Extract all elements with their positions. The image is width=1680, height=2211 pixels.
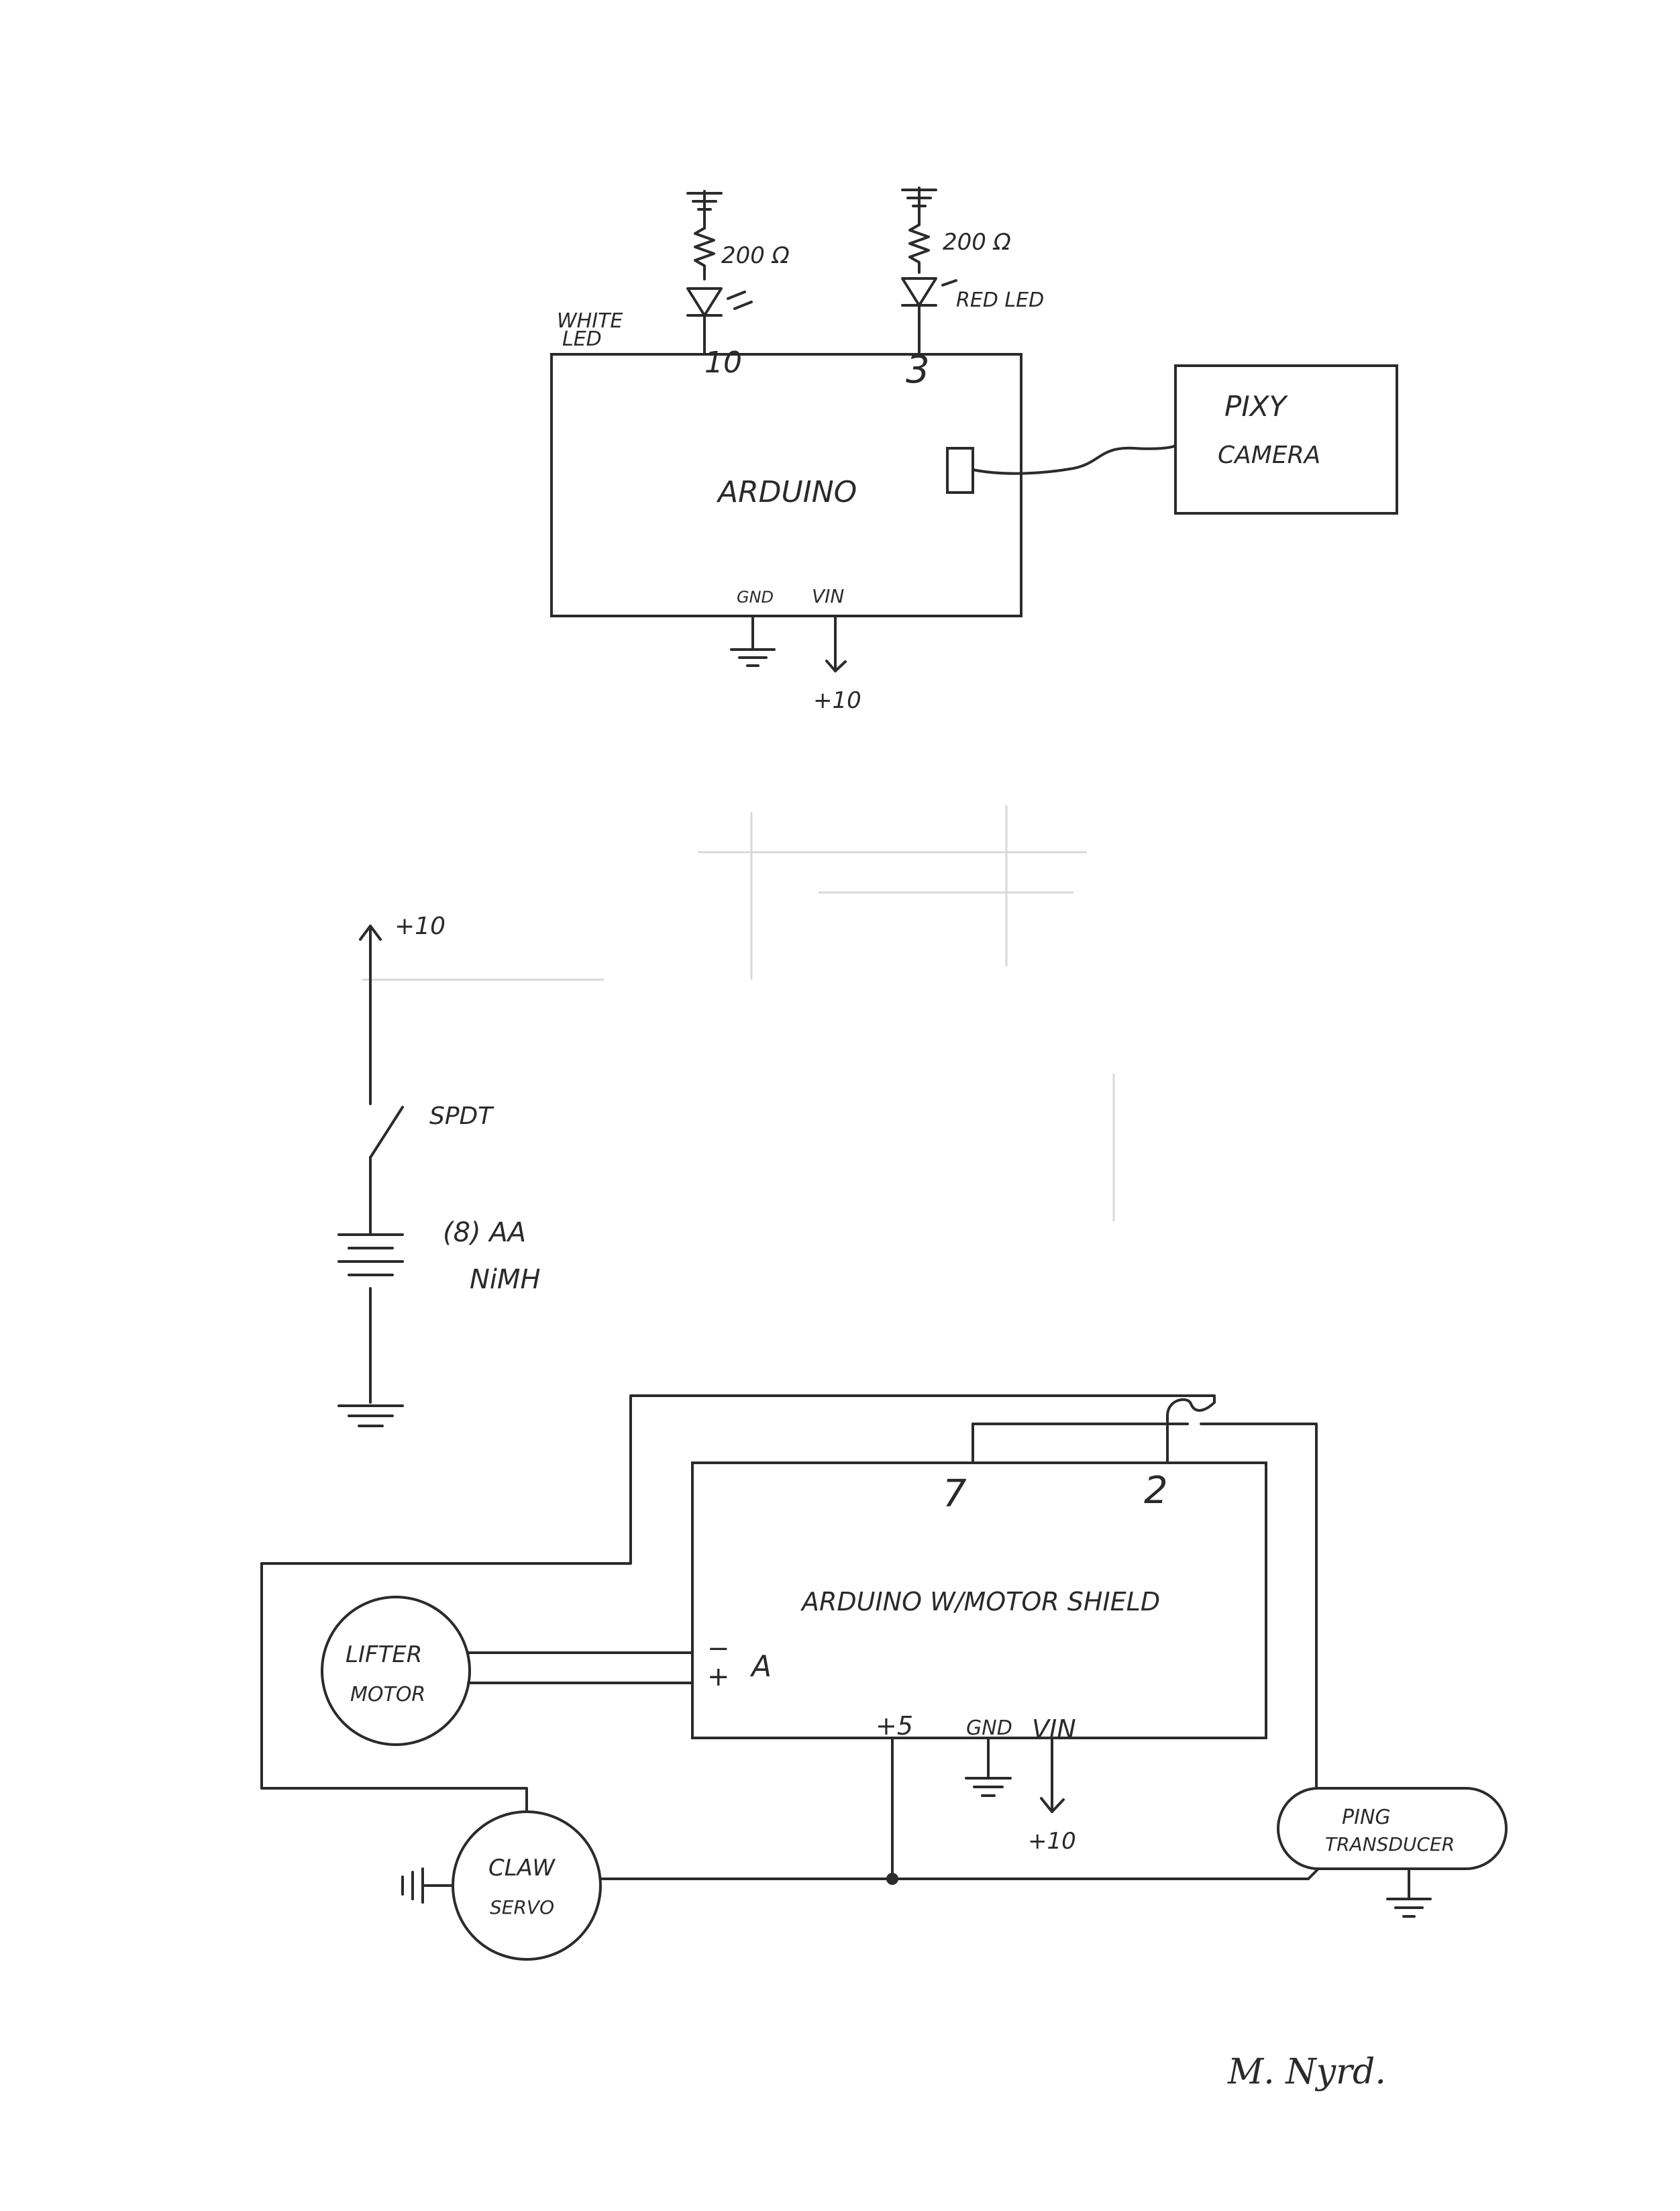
spdt-switch	[369, 1106, 404, 1159]
lifter-label-1: LIFTER	[346, 1641, 422, 1668]
ground-symbol-ping	[1386, 1867, 1432, 1918]
shield-label: ARDUINO W/MOTOR SHIELD	[800, 1587, 1160, 1616]
top-supply-label: +10	[813, 687, 861, 714]
signature: M. Nyrd.	[1227, 2052, 1386, 2092]
white-led-diode	[686, 287, 723, 317]
pin-3-label: 3	[906, 348, 930, 392]
resistor-2	[908, 223, 930, 274]
arduino-label: ARDUINO	[716, 475, 857, 509]
resistor-1	[694, 227, 715, 280]
battery-label-1: (8) AA	[443, 1217, 526, 1248]
battery-label-2: NiMH	[470, 1264, 541, 1295]
ping-transducer	[1277, 1787, 1508, 1870]
pixy-camera-box	[1174, 364, 1398, 515]
junction-dot	[886, 1873, 898, 1885]
servo-signal-wire	[260, 1394, 1216, 1813]
servo-label-1: CLAW	[488, 1855, 556, 1882]
ground-symbol-bottom	[965, 1737, 1012, 1797]
red-led-label: RED LED	[956, 289, 1044, 312]
white-led-branch: 200 Ω WHITE LED	[557, 190, 790, 356]
bottom-supply-label: +10	[1028, 1828, 1076, 1855]
claw-servo	[452, 1810, 602, 1961]
motor-plus: +	[707, 1661, 730, 1692]
plus5-label: +5	[876, 1711, 913, 1741]
bottom-vin-label: VIN	[1032, 1714, 1076, 1744]
resistor-1-value: 200 Ω	[721, 242, 790, 269]
servo-ground	[401, 1867, 454, 1904]
pin-7-wire	[972, 1423, 1165, 1464]
power-supply-label: +10	[395, 913, 445, 940]
camera-connector	[946, 447, 974, 494]
ping-label-1: PING	[1342, 1806, 1391, 1829]
switch-label: SPDT	[429, 1102, 494, 1130]
red-led-branch: 200 Ω RED LED	[901, 187, 1044, 356]
resistor-2-value: 200 Ω	[943, 229, 1011, 256]
bottom-circuit: ARDUINO W/MOTOR SHIELD 7 2 LIFTER MOTOR …	[260, 1394, 1508, 1961]
camera-label-1: PIXY	[1224, 390, 1288, 423]
gnd-label: GND	[737, 588, 774, 607]
lifter-label-2: MOTOR	[350, 1683, 425, 1706]
arduino-board	[550, 353, 1022, 617]
ping-label-2: TRANSDUCER	[1325, 1833, 1455, 1855]
vin-label: VIN	[812, 585, 844, 607]
battery-symbol	[337, 1220, 404, 1276]
white-led-label-2: LED	[562, 327, 602, 351]
ping-signal-wire-2	[972, 1423, 1318, 1790]
power-circuit: +10 SPDT (8) AA NiMH	[337, 913, 541, 1427]
ground-symbol-power	[337, 1404, 404, 1427]
pin-7-label: 7	[943, 1472, 967, 1516]
red-led-diode	[901, 277, 937, 307]
pin-2-wire	[1166, 1398, 1216, 1464]
pin-10-label: 10	[704, 346, 742, 380]
lifter-motor	[321, 1596, 471, 1746]
top-circuit: ARDUINO 10 3 200 Ω WHITE LED	[550, 187, 1398, 714]
ground-symbol-top	[730, 615, 776, 667]
servo-label-2: SERVO	[490, 1896, 554, 1918]
pin-2-label: 2	[1144, 1469, 1168, 1512]
arduino-motor-shield-board	[691, 1461, 1267, 1739]
vin-arrow-top	[825, 615, 847, 672]
camera-cable	[972, 444, 1177, 475]
bottom-gnd-label: GND	[966, 1716, 1012, 1740]
motor-minus: −	[707, 1633, 730, 1664]
erased-sketch	[362, 805, 1115, 1221]
vin-arrow-bottom	[1040, 1737, 1065, 1813]
camera-label-2: CAMERA	[1218, 442, 1320, 469]
white-led-label: WHITE	[557, 309, 623, 333]
motor-port-label: A	[749, 1649, 772, 1684]
